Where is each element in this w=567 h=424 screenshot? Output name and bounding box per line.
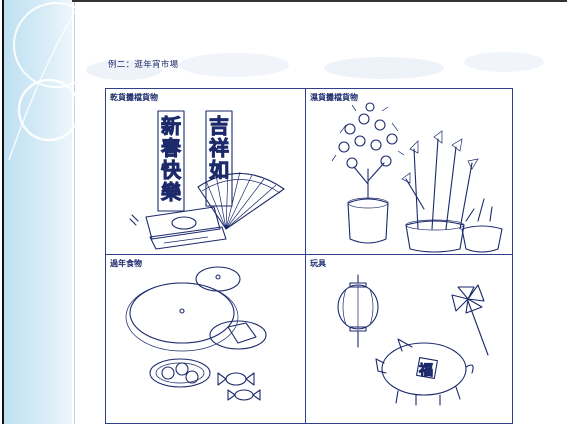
cell-wet-goods: 濕貨攤檔貨物: [306, 89, 512, 255]
cell-label: 乾貨攤檔貨物: [110, 93, 158, 102]
glyph-text: 春: [160, 136, 182, 160]
red-packet-icon: [129, 206, 227, 250]
glyph-text: 吉: [209, 114, 229, 138]
illustration-grid: 乾貨攤檔貨物 新 春 快 樂 吉 祥 如: [105, 88, 513, 424]
glyph-text: 福: [418, 362, 433, 379]
tangerine-tree-icon: [331, 102, 405, 244]
cloud-background: [86, 52, 544, 80]
cell-label: 濕貨攤檔貨物: [310, 93, 358, 102]
dumpling-plate-icon: [149, 358, 211, 388]
lantern-icon: [337, 274, 379, 348]
couplet-right-icon: [205, 110, 233, 207]
rice-cake-plate-icon: [209, 320, 267, 350]
wet-goods-illustration: [331, 102, 503, 253]
glyph-text: 快: [161, 158, 182, 182]
cell-label: 過年食物: [110, 259, 142, 268]
food-illustration: [125, 266, 267, 401]
candy-box-icon: [125, 266, 241, 352]
pinwheel-icon: [451, 284, 489, 356]
cell-label: 玩具: [310, 259, 326, 268]
cell-toys: 玩具: [306, 255, 512, 424]
couplet-left-icon: [157, 110, 185, 212]
piggy-bank-icon: 福: [375, 338, 474, 406]
cell-new-year-food: 過年食物: [106, 255, 306, 424]
decorative-circles: [8, 0, 99, 160]
narcissus-icon: [401, 130, 503, 253]
side-band: [4, 0, 72, 424]
candy-icon: [217, 372, 261, 401]
top-border: [72, 0, 567, 10]
glyph-text: 樂: [161, 180, 182, 204]
glyph-text: 新: [161, 114, 181, 138]
glyph-text: 如: [209, 158, 229, 182]
fan-icon: [197, 170, 285, 230]
band-divider: [74, 0, 75, 424]
dry-goods-illustration: 新 春 快 樂 吉 祥 如: [129, 110, 285, 250]
toys-illustration: 福: [337, 274, 489, 406]
glyph-text: 祥: [209, 136, 229, 160]
example-caption: 例二：逛年宵市場: [108, 60, 179, 70]
cell-dry-goods: 乾貨攤檔貨物 新 春 快 樂 吉 祥 如: [106, 89, 306, 255]
